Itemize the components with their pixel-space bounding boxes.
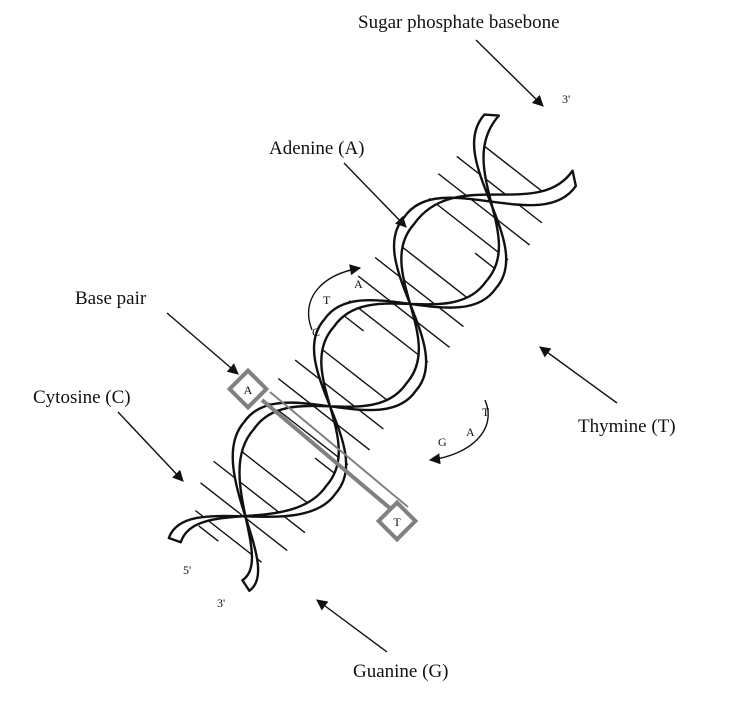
highlight-bar	[260, 398, 400, 517]
label-sugar-phosphate-backbone: Sugar phosphate basebone	[358, 12, 560, 33]
base-pair-rungs	[194, 142, 550, 563]
rung	[374, 257, 464, 328]
backbone-arrow	[475, 39, 544, 107]
lower-pair-curve-arrow	[428, 399, 489, 465]
lower-A-letter: A	[466, 425, 475, 439]
base-pair-arrow	[166, 312, 239, 375]
guanine-arrow	[316, 599, 388, 653]
rung	[341, 313, 364, 332]
rung	[474, 252, 498, 271]
thymine-arrow	[539, 346, 618, 404]
end-label-bottom-3prime: 3'	[217, 596, 225, 610]
rung	[213, 460, 306, 534]
label-cytosine: Cytosine (C)	[33, 387, 131, 408]
end-label-top-3prime: 3'	[562, 92, 570, 106]
rung	[314, 457, 338, 476]
rung	[348, 300, 429, 363]
upper-pair-curve-arrow	[307, 264, 362, 331]
rung	[428, 197, 509, 261]
rung	[318, 345, 392, 404]
label-base-pair: Base pair	[75, 288, 147, 309]
lower-T-letter: T	[482, 405, 490, 419]
upper-A-letter: A	[354, 277, 363, 291]
rung	[479, 142, 550, 198]
backbone-strand-front	[167, 113, 508, 544]
backbone-strand-back	[231, 169, 578, 592]
lower-G-letter: G	[438, 435, 447, 449]
highlight-bar	[269, 391, 409, 508]
label-adenine: Adenine (A)	[269, 138, 365, 159]
upper-T-letter: T	[323, 293, 331, 307]
box-T-letter: T	[393, 515, 401, 529]
rung	[234, 445, 315, 509]
rung	[437, 173, 531, 246]
box-A	[226, 367, 270, 411]
rung	[357, 275, 451, 349]
rung	[456, 155, 543, 224]
box-A-letter: A	[244, 383, 253, 397]
rung	[294, 359, 384, 430]
label-guanine: Guanine (G)	[353, 661, 449, 682]
rung	[198, 525, 219, 542]
rung	[398, 243, 472, 302]
upper-C-letter: C	[312, 325, 320, 339]
double-helix	[167, 113, 578, 592]
end-label-bottom-5prime: 5'	[183, 563, 191, 577]
rung	[277, 377, 371, 451]
base-pair-highlight: A T	[226, 367, 419, 543]
adenine-arrow	[343, 162, 407, 228]
cytosine-arrow	[117, 411, 184, 482]
box-T	[375, 499, 419, 543]
rung	[268, 402, 349, 466]
label-thymine: Thymine (T)	[578, 416, 676, 437]
